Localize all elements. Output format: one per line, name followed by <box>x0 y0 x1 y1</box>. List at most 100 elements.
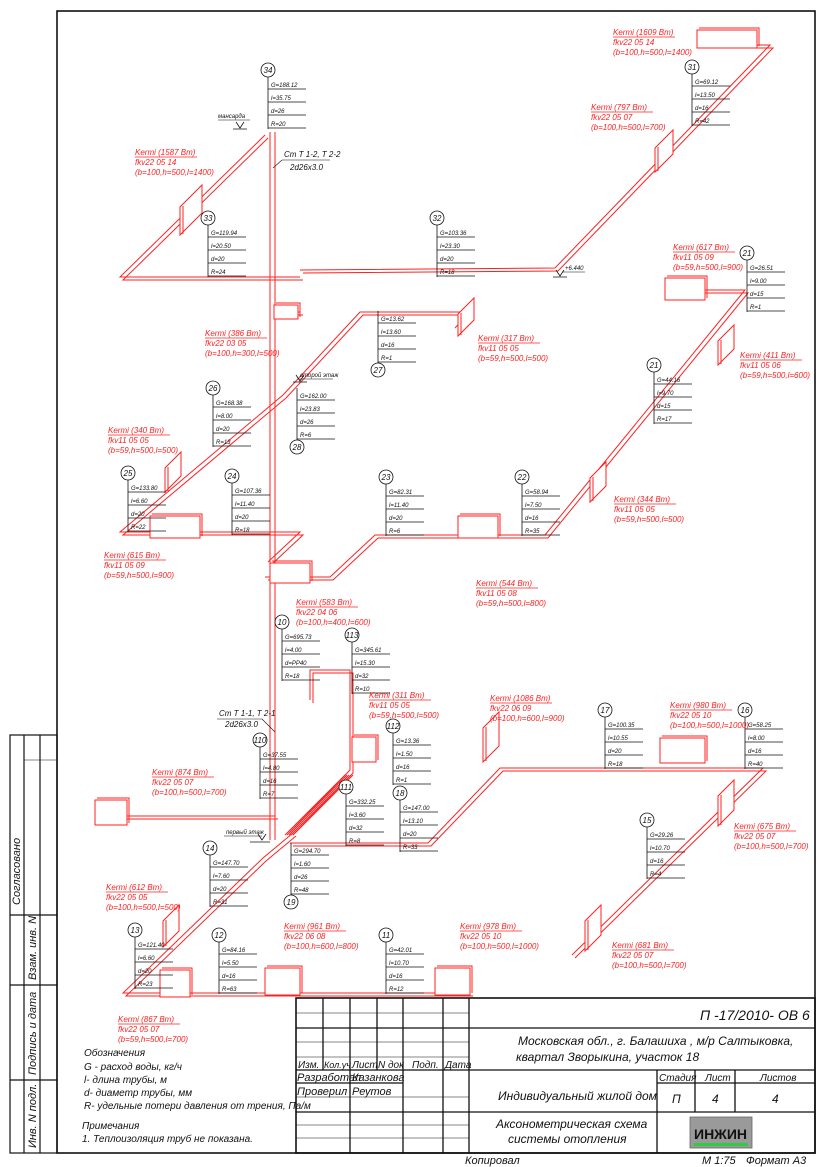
section-l-value: l=10.70 <box>650 846 671 852</box>
radiator-size: (b=59,h=500,l=500) <box>369 711 439 720</box>
section-number: 19 <box>287 898 296 907</box>
section-r-value: R=35 <box>525 529 540 535</box>
radiator-label: Kermi (675 Вт)fkv22 05 07(b=100,h=500,l=… <box>734 822 809 851</box>
section-d-value: d=20 <box>216 427 230 433</box>
radiator-model: fkv22 05 07 <box>591 113 633 122</box>
section-r-value: R=13 <box>216 440 231 446</box>
section-d-value: d=16 <box>222 974 236 980</box>
section-d-value: d=32 <box>355 674 369 680</box>
radiator-label: Kermi (961 Вт)fkv22 06 08(b=100,h=600,l=… <box>284 922 359 951</box>
section-l-value: l=4.00 <box>285 648 302 654</box>
section-l-value: l=11.40 <box>389 503 409 509</box>
checked-label: Проверил <box>297 1086 347 1098</box>
radiator-size: (b=100,h=500,l=700) <box>612 961 687 970</box>
section-g-value: G=107.36 <box>235 489 262 495</box>
section-r-value: R=6 <box>389 529 401 535</box>
section-d-value: d=26 <box>300 420 314 426</box>
footer-scale: М 1:75 <box>702 1155 737 1167</box>
drawing-title: системы отопления <box>508 1132 627 1146</box>
radiator-depth <box>276 302 301 317</box>
radiator-label: Kermi (612 Вт)fkv22 05 05(b=100,h=500,l=… <box>106 883 181 912</box>
section-r-value: R=8 <box>349 839 361 845</box>
radiator-label: Kermi (681 Вт)fkv22 05 07(b=100,h=500,l=… <box>612 941 687 970</box>
section-l-value: l=10.55 <box>608 736 629 742</box>
radiator-size: (b=59,h=500,l=700) <box>118 1035 188 1044</box>
riser-top-label: Ст Т 1-2, Т 2-2 <box>284 150 341 159</box>
section-g-value: G=162.00 <box>300 394 327 400</box>
section-tag: 18G=147.00l=13.10d=20R=33 <box>392 785 438 852</box>
radiator-icon <box>164 450 182 494</box>
section-g-value: G=100.35 <box>608 723 635 729</box>
radiator-name: Kermi (961 Вт) <box>284 922 340 931</box>
section-tag: 15G=29.26l=10.70d=16R=4 <box>639 812 685 879</box>
section-d-value: d=20 <box>138 969 152 975</box>
section-l-value: l=4.80 <box>263 766 280 772</box>
section-r-value: R=63 <box>222 987 237 993</box>
section-l-value: l=8.00 <box>216 414 233 420</box>
radiator-model: fkv22 05 07 <box>734 832 776 841</box>
section-l-value: l=1.50 <box>396 752 413 758</box>
radiator-model: fkv22 05 07 <box>152 778 194 787</box>
section-tag: 25G=133.80l=6.60d=20R=22 <box>120 465 166 532</box>
section-d-value: d=16 <box>389 974 403 980</box>
section-d-value: d=20 <box>403 832 417 838</box>
radiator-size: (b=59,h=500,l=500) <box>108 446 178 455</box>
stage-label: Стадия <box>659 1073 697 1084</box>
section-g-value: G=58.25 <box>748 723 772 729</box>
footer-copied: Копировал <box>465 1155 520 1167</box>
section-l-value: l=35.75 <box>271 96 292 102</box>
pipe-segment <box>282 311 472 396</box>
section-g-value: G=119.94 <box>211 231 238 237</box>
radiator-depth <box>667 275 708 298</box>
section-l-value: l=23.83 <box>300 407 321 413</box>
section-d-value: d=15 <box>657 404 671 410</box>
section-d-value: d=16 <box>263 779 277 785</box>
radiator-labels: Kermi (1609 Вт)fkv22 05 14(b=100,h=500,l… <box>104 28 810 1044</box>
section-r-value: R=33 <box>403 845 418 851</box>
riser-bottom-pipe: 2d26x3.0 <box>224 720 258 729</box>
radiator-name: Kermi (583 Вт) <box>296 598 352 607</box>
attic-level-label: мансарда <box>218 114 246 120</box>
section-g-value: G=695.73 <box>285 635 312 641</box>
section-d-value: d=15 <box>750 292 764 298</box>
section-tag: 17G=100.35l=10.55d=20R=18 <box>597 702 643 769</box>
radiator-size: (b=100,h=500,l=1000) <box>670 721 749 730</box>
section-tag: 24G=107.36l=11.40d=20R=18 <box>224 468 270 535</box>
legend: Обозначения G - расход воды, кг/ч l- дли… <box>82 1047 311 1145</box>
radiator-model: fkv22 05 07 <box>118 1025 160 1034</box>
pipe-segment <box>285 314 475 399</box>
section-number: 111 <box>340 783 352 792</box>
section-l-value: l=13.10 <box>403 819 424 825</box>
radiator-depth <box>662 735 708 761</box>
section-g-value: G=13.36 <box>396 739 420 745</box>
radiator-label: Kermi (317 Вт)fkv11 05 05(b=59,h=500,l=5… <box>478 334 548 363</box>
section-d-value: d=20 <box>389 516 403 522</box>
radiator-size: (b=59,h=500,l=900) <box>104 571 174 580</box>
sheet-label: Лист <box>704 1073 731 1084</box>
section-number: 32 <box>433 214 442 223</box>
radiator-depth <box>152 513 203 536</box>
pipe-segment <box>293 770 768 959</box>
radiator-icon <box>457 296 475 338</box>
svg-text:ИНЖИН: ИНЖИН <box>694 1126 747 1142</box>
section-tag: 16G=58.25l=8.00d=16R=40 <box>737 702 783 769</box>
pipe-segment <box>118 134 300 278</box>
radiator-name: Kermi (386 Вт) <box>205 329 261 338</box>
radiator-icon <box>696 29 758 49</box>
section-d-value: d=20 <box>235 515 249 521</box>
second-floor-label: второй этаж <box>300 372 339 379</box>
radiator-name: Kermi (612 Вт) <box>106 883 162 892</box>
section-tag: 21G=44.16l=9.70d=15R=17 <box>646 357 692 424</box>
stage-value: П <box>672 1092 681 1106</box>
radiator-model: fkv22 05 10 <box>670 711 712 720</box>
section-number: 110 <box>254 736 267 745</box>
radiator-icon <box>654 128 674 174</box>
radiator-label: Kermi (978 Вт)fkv22 05 10(b=100,h=500,l=… <box>460 922 539 951</box>
sheets-label: Листов <box>759 1073 796 1084</box>
radiator-icon <box>159 969 191 998</box>
section-r-value: R=1 <box>396 778 407 784</box>
section-r-value: R=18 <box>608 762 623 768</box>
radiator-size: (b=100,h=500,l=700) <box>591 123 666 132</box>
radiator-size: (b=59,h=500,l=900) <box>673 263 743 272</box>
